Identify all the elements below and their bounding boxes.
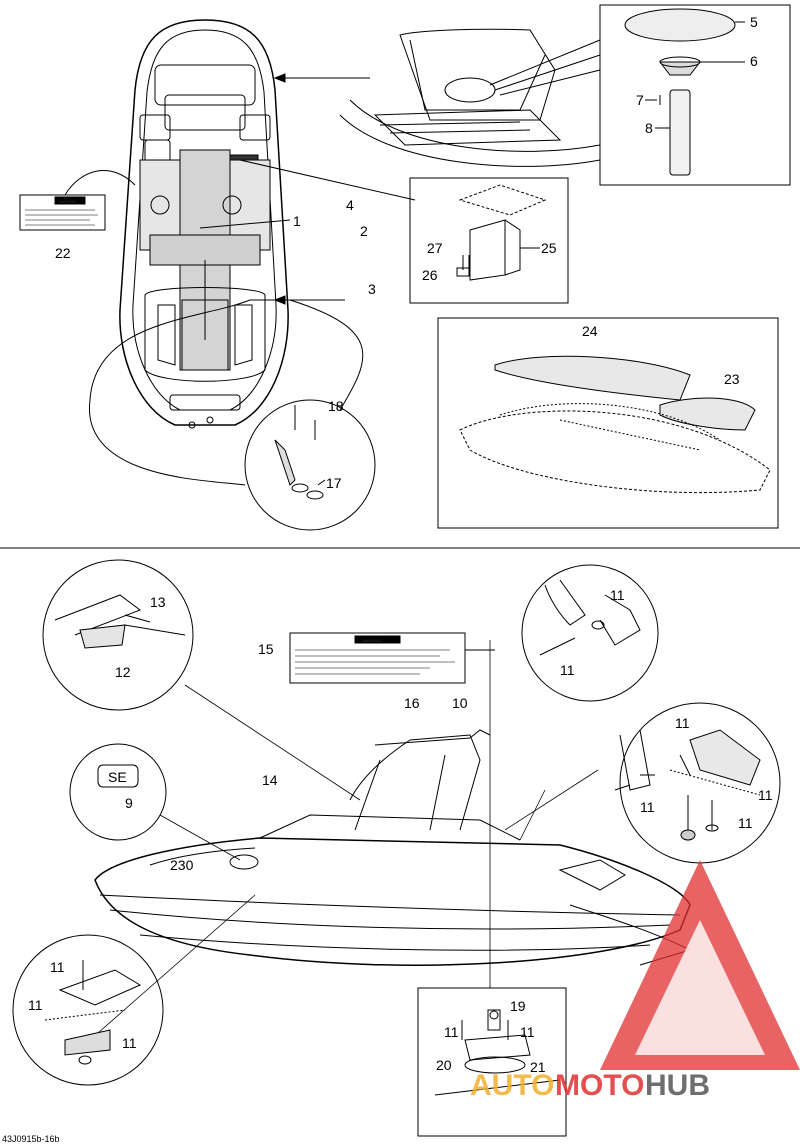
- callout-20: 20: [436, 1057, 452, 1073]
- callout-10: 10: [452, 695, 468, 711]
- callout-21: 21: [530, 1059, 546, 1075]
- storage-bin-box: [409, 177, 569, 304]
- detail-circle-11-c: [12, 934, 164, 1086]
- callout-11-k: 11: [520, 1024, 535, 1040]
- callout-8: 8: [645, 120, 653, 136]
- callout-3: 3: [368, 281, 376, 297]
- caution-title: CAUTION: [58, 199, 76, 204]
- callout-11-g: 11: [50, 959, 65, 975]
- deck-top-view: [119, 19, 416, 429]
- callout-6: 6: [750, 53, 758, 69]
- caution-decal: CAUTION: [19, 170, 136, 231]
- callout-2: 2: [360, 223, 368, 239]
- detail-circle-11-b: [614, 702, 781, 864]
- callout-22: 22: [55, 245, 71, 261]
- callout-26: 26: [422, 267, 438, 283]
- callout-7: 7: [636, 92, 644, 108]
- callout-numbers: 1 2 3 4 5 6 7 8 9 10 11 11 11 11 11 11 1…: [28, 14, 773, 1075]
- callout-11-i: 11: [122, 1035, 137, 1051]
- callout-1: 1: [293, 213, 301, 229]
- tower-mount-box: [417, 987, 567, 1137]
- callout-24: 24: [582, 323, 598, 339]
- callout-16: 16: [404, 695, 420, 711]
- callout-9: 9: [125, 795, 133, 811]
- callout-25: 25: [541, 240, 557, 256]
- callout-11-d: 11: [758, 787, 773, 803]
- callout-18: 18: [328, 398, 344, 414]
- warning-decal: WARNING: [289, 632, 495, 684]
- detail-circle-9: SE: [69, 743, 241, 861]
- callout-11-j: 11: [444, 1024, 459, 1040]
- watermark-hub: HUB: [645, 1069, 710, 1102]
- hull-model-text: 230: [170, 857, 194, 873]
- warning-title: WARNING: [362, 638, 381, 643]
- callout-13: 13: [150, 594, 166, 610]
- watermark-moto: MOTO: [555, 1069, 644, 1102]
- callout-11-h: 11: [28, 997, 43, 1013]
- callout-11-b: 11: [560, 662, 575, 678]
- callout-15: 15: [258, 641, 274, 657]
- callout-11-f: 11: [738, 815, 753, 831]
- watermark: AUTO MOTO HUB: [470, 860, 800, 1102]
- detail-circle-12-13: [42, 559, 361, 801]
- callout-14: 14: [262, 772, 278, 788]
- callout-11-a: 11: [610, 587, 625, 603]
- detail-circle-17-18: [89, 299, 376, 531]
- callout-23: 23: [724, 371, 740, 387]
- watermark-auto: AUTO: [470, 1069, 554, 1102]
- cover-box: [437, 317, 779, 529]
- engine-cover-view: [339, 28, 601, 167]
- callout-4: 4: [346, 197, 354, 213]
- callout-12: 12: [115, 664, 131, 680]
- diagram-code: 43J0915b-16b: [2, 1134, 60, 1144]
- callout-27: 27: [427, 240, 443, 256]
- detail-circle-11-a: [521, 564, 659, 702]
- callout-11-c: 11: [675, 715, 690, 731]
- callout-19: 19: [510, 998, 526, 1014]
- callout-11-e: 11: [640, 799, 655, 815]
- callout-17: 17: [326, 475, 342, 491]
- callout-5: 5: [750, 14, 758, 30]
- se-badge-text: SE: [108, 769, 127, 785]
- reference-arrows: [273, 73, 370, 305]
- table-kit-box: [599, 4, 791, 186]
